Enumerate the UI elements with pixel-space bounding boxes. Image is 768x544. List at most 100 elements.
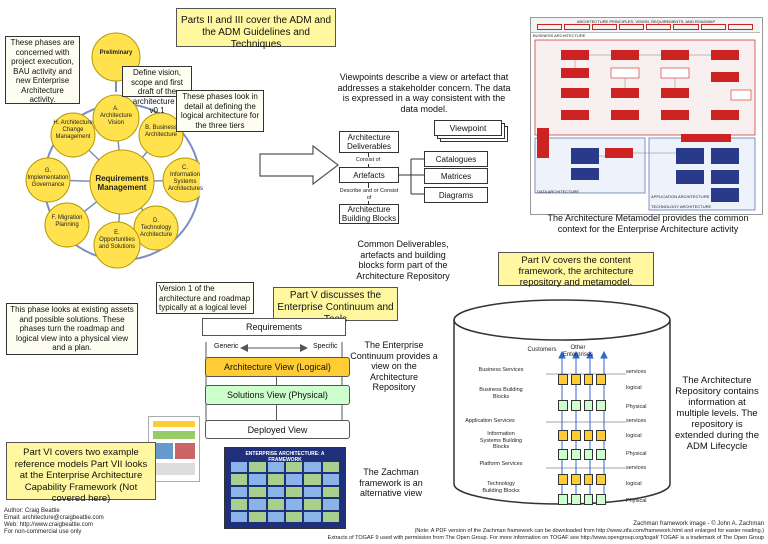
phase-b-label: B. Business Architecture [144, 125, 177, 138]
phase-e-circle [93, 221, 141, 269]
phase-f-circle [44, 202, 90, 248]
phase-a-label: A. Architecture Vision [99, 106, 132, 126]
thumb-tech-label: TECHNOLOGY ARCHITECTURE [651, 204, 712, 209]
metamodel-thumbnail: ARCHITECTURE PRINCIPLES, VISION, REQUIRE… [530, 17, 763, 215]
continuum-arrow-2 [276, 405, 277, 420]
footer-web: Web: http://www.craigbeattie.com [4, 522, 93, 528]
viewpoints-description: Viewpoints describe a view or artefact t… [337, 72, 511, 114]
zachman-alternative-text: The Zachman framework is an alternative … [359, 467, 423, 498]
footer-email: Email: architecture@craigbeattie.com [4, 515, 104, 521]
metamodel-thumb-tabs [537, 24, 753, 30]
continuum-arrow-1 [276, 377, 277, 385]
zachman-thumb-grid [231, 462, 339, 522]
phase-a-circle [92, 94, 140, 142]
thumb-app-label: APPLICATION ARCHITECTURE [651, 194, 710, 199]
part-6-7-note: Part VI covers two example reference mod… [6, 442, 156, 504]
catalogues-box: Catalogues [424, 151, 488, 167]
other-enterprises-label: Other Enterprises [562, 345, 594, 358]
consist-of-label: Consist of [345, 157, 391, 164]
phase-preliminary-label: Preliminary [99, 50, 133, 56]
cube-row-technology-bb [558, 494, 606, 505]
phase-d-circle [133, 205, 179, 251]
note-phases-gh: These phases are concerned with project … [5, 36, 80, 104]
repo-label-is-bb: Information Systems Building Blocks [479, 431, 523, 450]
note-logical-architecture: These phases look in detail at defining … [176, 90, 264, 132]
phase-d-label: D. Technology Architecture [139, 218, 172, 238]
continuum-bracket [205, 342, 343, 425]
phase-h-circle [50, 112, 96, 158]
specific-label: Specific [313, 343, 338, 350]
footer-pdf-note: (Note: A PDF version of the Zachman fram… [414, 528, 764, 534]
enterprise-continuum-text: The Enterprise Continuum provides a view… [350, 340, 438, 392]
generic-label: Generic [214, 343, 239, 350]
repo-label-technology-bb: Technology Building Blocks [482, 481, 520, 494]
requirements-management-label: Requirements Management [95, 174, 149, 192]
footer-license: For non-commercial use only [4, 529, 82, 535]
viewpoint-box: Viewpoint [434, 120, 502, 136]
cube-row-is-bb [558, 449, 606, 460]
artefacts-branch-lines [399, 158, 424, 195]
architecture-building-blocks-box: Architecture Building Blocks [339, 204, 399, 224]
repository-description: The Architecture Repository contains inf… [675, 375, 759, 452]
phase-g-circle [25, 157, 71, 203]
metamodel-thumb-graphic [534, 39, 756, 211]
requirements-management-circle [89, 149, 155, 215]
phase-e-label: E. Opportunities and Solutions [98, 230, 136, 250]
connector-deliverables [368, 153, 369, 175]
repo-right-label-1: services [626, 369, 647, 375]
repo-right-label-3: Physical [626, 404, 647, 410]
solutions-view-physical: Solutions View (Physical) [205, 385, 350, 405]
cube-row-platform-services [558, 474, 606, 485]
repo-right-label-5: logical [626, 433, 642, 439]
repo-right-label-6: Physical [626, 451, 647, 457]
repo-label-application-services: Application Services [465, 418, 515, 424]
thumb-business-label: BUSINESS ARCHITECTURE [533, 33, 586, 38]
architecture-repository-cylinder [453, 299, 671, 505]
footer-togaf-credit: Extracts of TOGAF 9 used with permission… [327, 535, 764, 541]
repo-right-label-7: services [626, 465, 647, 471]
common-deliverables-text: Common Deliverables, artefacts and build… [356, 239, 450, 281]
footer-zachman-credit: Zachman framework image - © John A. Zach… [633, 521, 764, 527]
zachman-thumb-title: ENTERPRISE ARCHITECTURE: A FRAMEWORK [245, 451, 325, 463]
phase-g-label: G. Implementation Governance [27, 168, 69, 188]
repo-right-label-4: services [626, 418, 647, 424]
zachman-framework-thumbnail: ENTERPRISE ARCHITECTURE: A FRAMEWORK [224, 447, 346, 529]
parts-2-3-header: Parts II and III cover the ADM and the A… [176, 8, 336, 50]
cube-row-business-services [558, 374, 606, 385]
repo-right-label-2: logical [626, 385, 642, 391]
describe-consist-label: Describe and or Consist of [337, 188, 401, 201]
repo-right-label-9: Physical [626, 498, 647, 504]
cube-row-business-bb [558, 400, 606, 411]
part-4-note: Part IV covers the content framework, th… [498, 252, 654, 288]
phase-c-label: C. Information Systems Architectures [168, 165, 204, 192]
metamodel-thumb-header: ARCHITECTURE PRINCIPLES, VISION, REQUIRE… [531, 18, 760, 33]
deployed-view: Deployed View [205, 420, 350, 439]
requirements-box: Requirements [202, 318, 346, 336]
repo-label-platform-services: Platform Services [479, 461, 523, 467]
architecture-deliverables-box: Architecture Deliverables [339, 131, 399, 153]
artefacts-box: Artefacts [339, 167, 399, 183]
reference-model-thumbnail [148, 416, 200, 482]
matrices-box: Matrices [424, 168, 488, 184]
repo-label-business-services: Business Services [478, 367, 524, 373]
repo-label-business-bb: Business Building Blocks [479, 387, 523, 400]
cube-row-application-services [558, 430, 606, 441]
metamodel-thumb-title: ARCHITECTURE PRINCIPLES, VISION, REQUIRE… [576, 19, 716, 24]
note-define-vision: Define vision, scope and first draft of … [122, 66, 192, 115]
phase-c-circle [162, 157, 200, 203]
metamodel-caption: The Architecture Metamodel provides the … [547, 213, 749, 234]
diagrams-box: Diagrams [424, 187, 488, 203]
adm-cycle-diagram [25, 32, 200, 269]
phase-b-circle [138, 112, 184, 158]
phase-h-label: H. Architecture Change Management [53, 120, 93, 140]
big-right-arrow [259, 144, 339, 186]
repo-right-label-8: logical [626, 481, 642, 487]
footer-author: Author: Craig Beattie [4, 508, 60, 514]
note-solutions-phase: This phase looks at existing assets and … [6, 303, 138, 355]
thumb-data-label: DATA ARCHITECTURE [537, 189, 580, 194]
customers-label: Customers [527, 347, 557, 353]
architecture-view-logical: Architecture View (Logical) [205, 357, 350, 377]
phase-f-label: F. Migration Planning [51, 215, 83, 228]
note-version-1: Version 1 of the architecture and roadma… [156, 282, 254, 314]
part-5-note: Part V discusses the Enterprise Continuu… [273, 287, 398, 325]
